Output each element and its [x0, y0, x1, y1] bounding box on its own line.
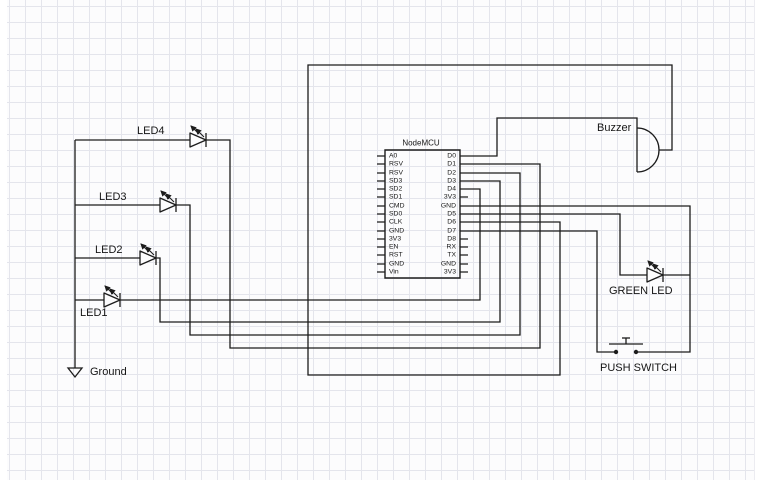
- led3-symbol: [160, 191, 176, 212]
- green-led-label: GREEN LED: [609, 285, 673, 297]
- pin-label-gnd-right1: GND: [441, 203, 456, 210]
- buzzer-label: Buzzer: [597, 122, 632, 134]
- pin-label-d4: D4: [447, 186, 456, 193]
- led3: LED3: [99, 191, 176, 212]
- pin-label-sd1: SD1: [389, 194, 402, 201]
- pin-label-rsv2: RSV: [389, 170, 403, 177]
- led2-symbol: [140, 244, 156, 265]
- pin-label-d7: D7: [447, 228, 456, 235]
- led4-label: LED4: [137, 125, 165, 137]
- pin-label-rst: RST: [389, 252, 403, 259]
- pin-label-d1: D1: [447, 161, 456, 168]
- pin-label-3v3-right1: 3V3: [444, 194, 456, 201]
- pin-label-sd2: SD2: [389, 186, 402, 193]
- green-led-symbol: [647, 261, 663, 282]
- pin-label-a0: A0: [389, 153, 398, 160]
- chip-title: NodeMCU: [402, 139, 440, 148]
- chip-pin-ticks-left: [377, 156, 385, 272]
- canvas-edge-right: [754, 0, 768, 480]
- wire-buzzer-loop-to-d6: [308, 65, 672, 375]
- push-switch: PUSH SWITCH: [600, 338, 677, 374]
- wire-d5-to-green-led: [468, 214, 647, 275]
- pin-label-gnd-left1: GND: [389, 228, 404, 235]
- chip-pin-labels-left: A0 RSV RSV SD3 SD2 SD1 CMD SD0 CLK GND 3…: [389, 153, 405, 276]
- pin-label-d0: D0: [447, 153, 456, 160]
- pin-label-d2: D2: [447, 170, 456, 177]
- led2: LED2: [95, 244, 156, 265]
- led1-symbol: [104, 286, 120, 307]
- canvas-edge-left: [0, 0, 7, 480]
- pin-label-3v3-left: 3V3: [389, 236, 401, 243]
- nodemcu-chip: NodeMCU A0 RSV RSV SD3 SD2 SD1 CMD SD0 C…: [377, 139, 468, 279]
- push-switch-label: PUSH SWITCH: [600, 362, 677, 374]
- pin-label-tx: TX: [447, 252, 456, 259]
- green-led: GREEN LED: [609, 261, 673, 297]
- buzzer-dome: [637, 128, 659, 172]
- led4-symbol: [190, 126, 206, 147]
- led3-label: LED3: [99, 191, 127, 203]
- wire-d0-to-buzzer: [468, 118, 637, 156]
- pin-label-sd3: SD3: [389, 178, 402, 185]
- ground-symbol: Ground: [68, 366, 127, 378]
- chip-pin-ticks-right: [460, 156, 468, 272]
- wire-d7-to-switch: [468, 231, 616, 352]
- led1: LED1: [80, 286, 120, 319]
- wire-led2-to-d3: [75, 181, 500, 322]
- wire-gnd-to-switch: [468, 206, 690, 352]
- led4: LED4: [137, 125, 206, 147]
- ground-label: Ground: [90, 366, 127, 378]
- pin-label-d5: D5: [447, 211, 456, 218]
- pin-label-d3: D3: [447, 178, 456, 185]
- wire-led1-to-d4: [75, 189, 480, 300]
- ground-triangle: [68, 368, 82, 377]
- pin-label-rsv1: RSV: [389, 161, 403, 168]
- pin-label-vin: Vin: [389, 269, 399, 276]
- chip-pin-labels-right: D0 D1 D2 D3 D4 3V3 GND D5 D6 D7 D8 RX TX…: [441, 153, 457, 276]
- pin-label-gnd-right2: GND: [441, 261, 456, 268]
- pin-label-d6: D6: [447, 219, 456, 226]
- switch-post-right: [633, 349, 639, 355]
- pin-label-3v3-right2: 3V3: [444, 269, 456, 276]
- led1-label: LED1: [80, 307, 108, 319]
- pin-label-en: EN: [389, 244, 399, 251]
- pin-label-gnd-left2: GND: [389, 261, 404, 268]
- switch-post-left: [613, 349, 619, 355]
- pin-label-cmd: CMD: [389, 203, 405, 210]
- pin-label-sd0: SD0: [389, 211, 402, 218]
- pin-label-clk: CLK: [389, 219, 403, 226]
- wires: [75, 65, 690, 375]
- buzzer: Buzzer: [597, 122, 659, 172]
- pin-label-rx: RX: [447, 244, 457, 251]
- led2-label: LED2: [95, 244, 123, 256]
- pin-label-d8: D8: [447, 236, 456, 243]
